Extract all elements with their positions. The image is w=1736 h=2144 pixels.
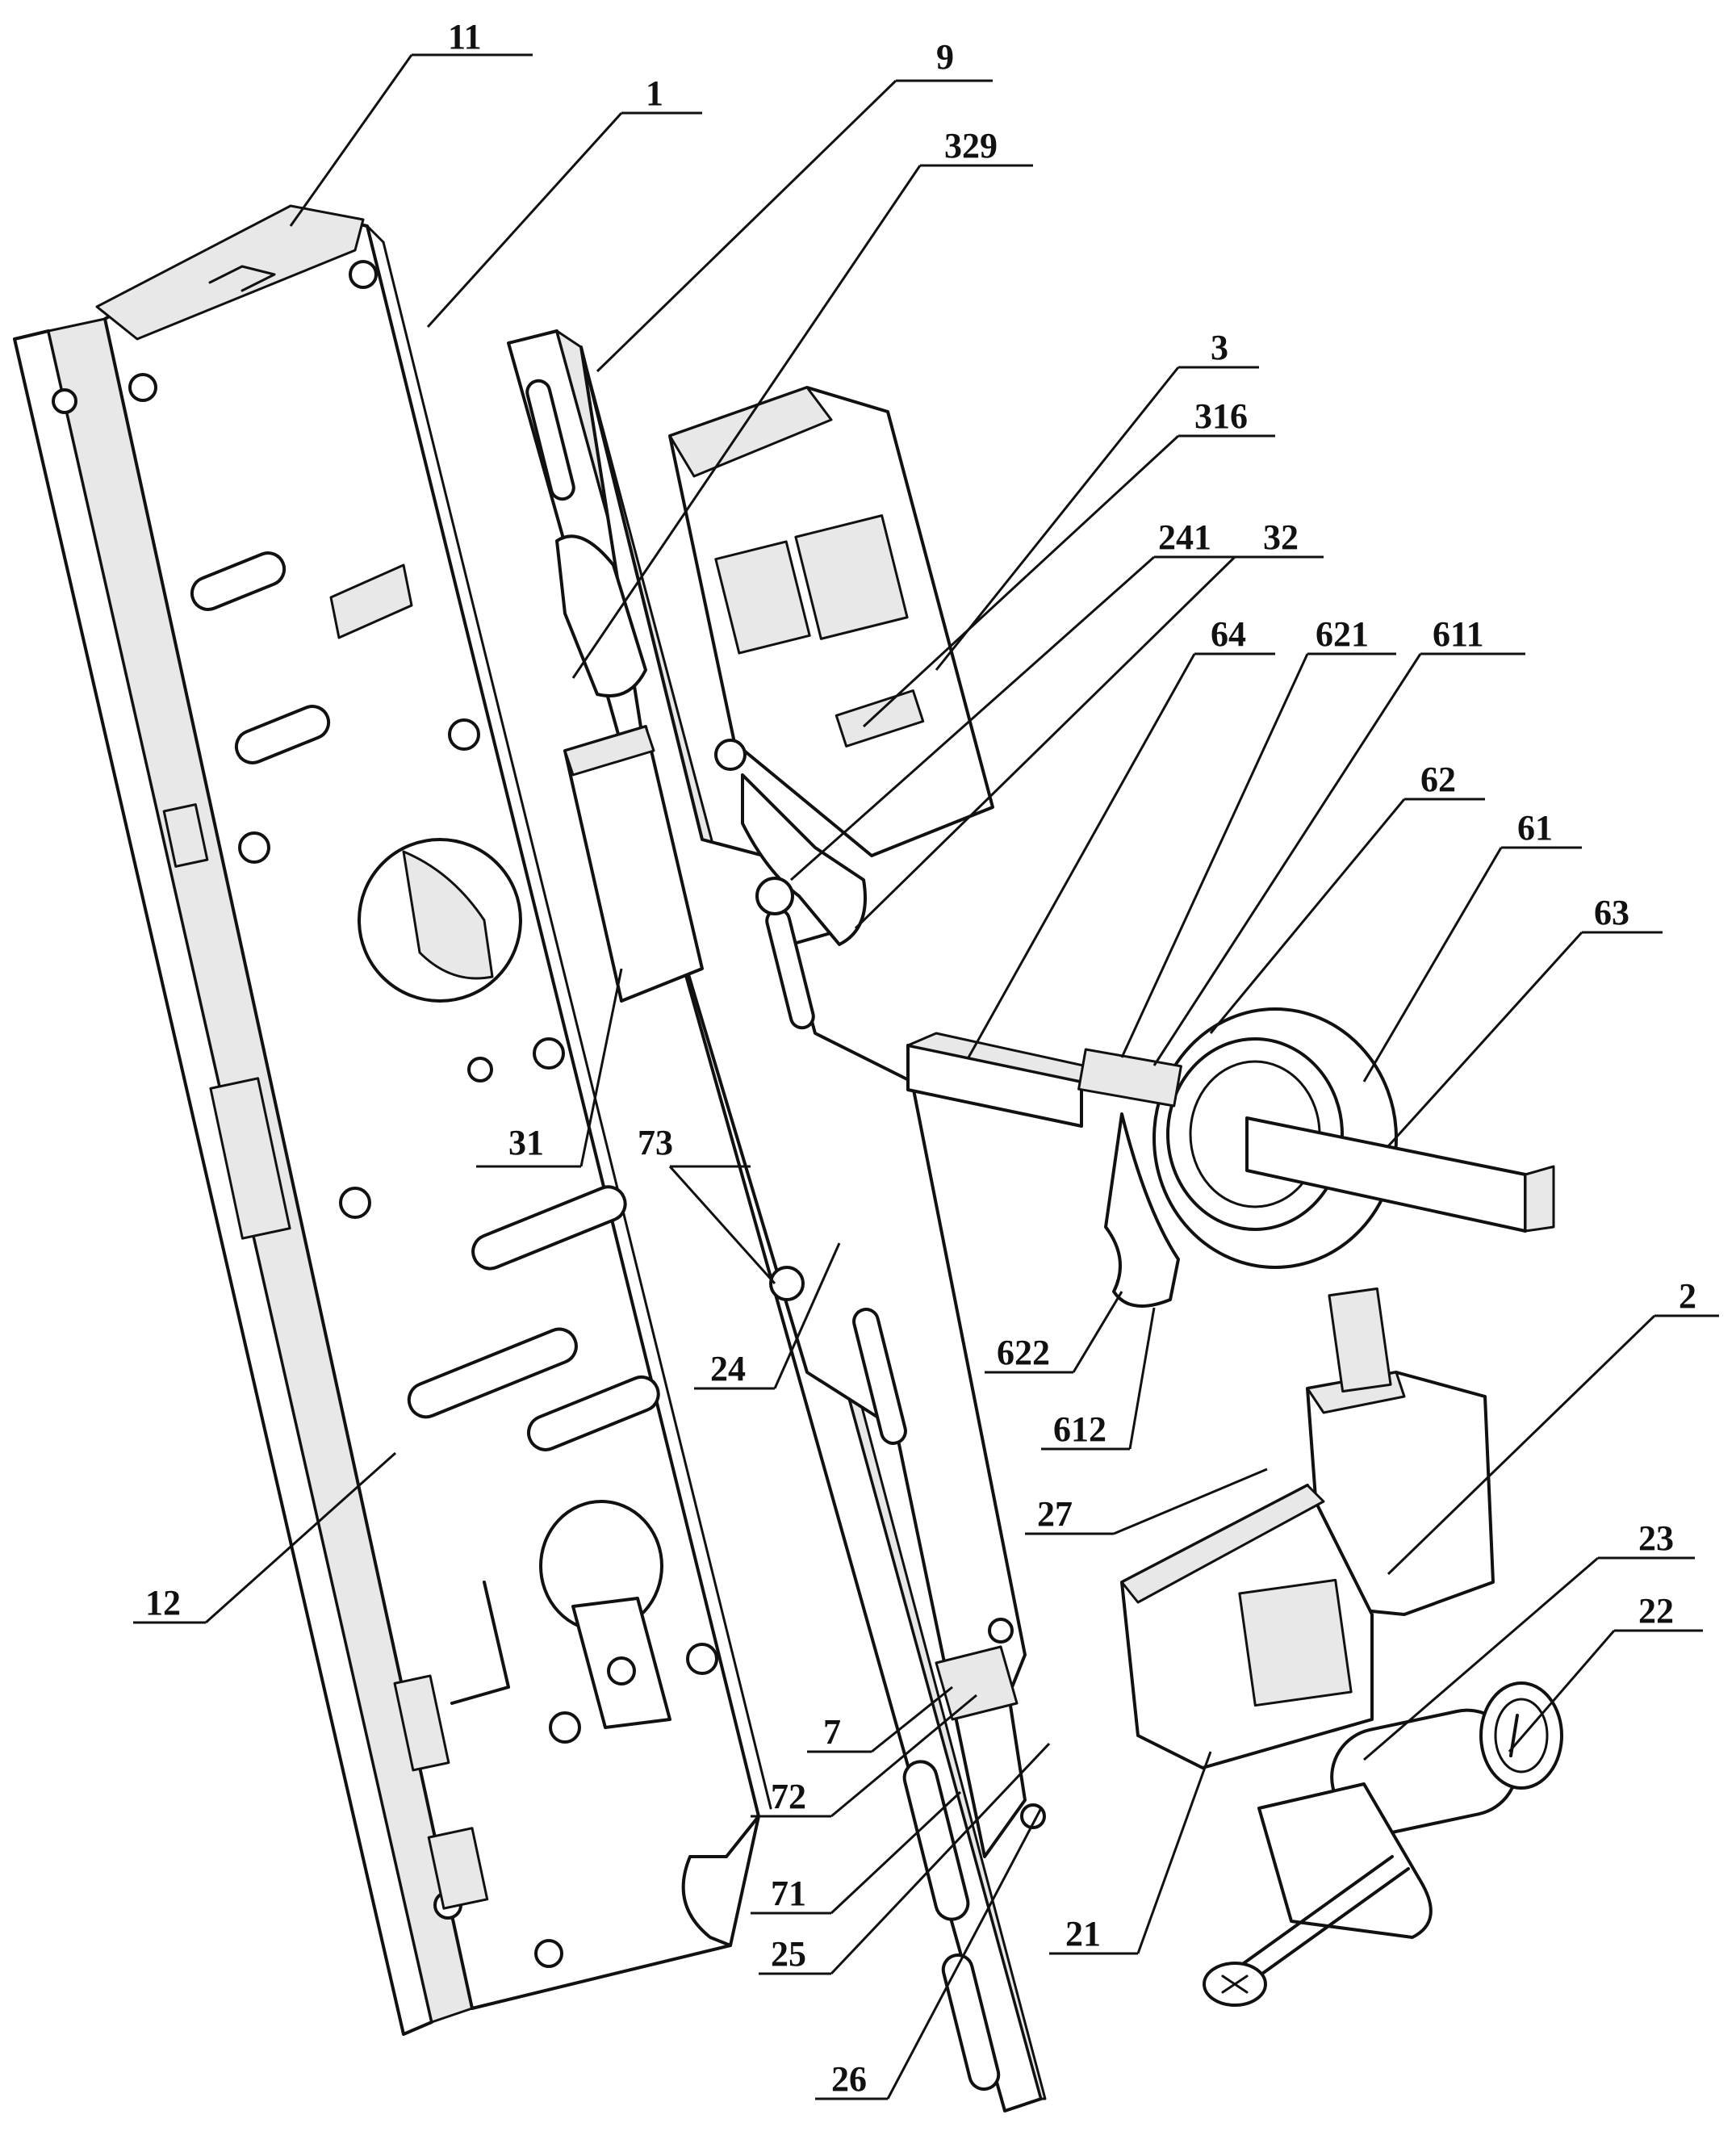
case-hole: [609, 1658, 634, 1684]
case-hole: [53, 390, 76, 412]
label-12: 12: [145, 1583, 181, 1623]
label-61: 61: [1517, 808, 1553, 848]
case-hole: [536, 1941, 562, 1966]
hub-key-621: [1079, 1049, 1182, 1106]
label-1: 1: [646, 73, 663, 113]
plate-21-window: [1240, 1580, 1351, 1705]
module-2-post: [1329, 1288, 1391, 1391]
label-7: 7: [823, 1712, 841, 1752]
label-64: 64: [1211, 614, 1246, 654]
label-23: 23: [1638, 1518, 1674, 1558]
case-hole: [130, 375, 156, 400]
label-31: 31: [508, 1123, 544, 1162]
case-hole: [240, 833, 269, 862]
label-611: 611: [1433, 614, 1484, 654]
label-11: 11: [448, 17, 482, 57]
label-612: 612: [1053, 1409, 1106, 1449]
label-329: 329: [944, 126, 998, 165]
case-hole: [450, 720, 479, 749]
label-21: 21: [1065, 1914, 1101, 1953]
label-241: 241: [1158, 517, 1211, 557]
case-hole: [469, 1058, 492, 1081]
case-hole: [350, 262, 376, 287]
label-621: 621: [1316, 614, 1369, 654]
label-24: 24: [710, 1349, 746, 1388]
label-2: 2: [1679, 1276, 1696, 1316]
case-hole: [534, 1039, 563, 1068]
slide-plate-pin: [989, 1619, 1012, 1642]
label-9: 9: [936, 37, 954, 77]
pivot-241: [757, 878, 793, 914]
label-71: 71: [771, 1874, 806, 1913]
label-62: 62: [1420, 760, 1456, 799]
label-316: 316: [1194, 396, 1248, 436]
case-hole: [550, 1713, 579, 1742]
label-32: 32: [1263, 517, 1299, 557]
label-25: 25: [771, 1934, 806, 1974]
label-22: 22: [1638, 1591, 1674, 1631]
pin-73: [771, 1267, 803, 1300]
label-72: 72: [771, 1777, 806, 1816]
label-27: 27: [1037, 1494, 1073, 1534]
module-pin-316: [716, 740, 745, 769]
spindle-63-end: [1525, 1166, 1554, 1231]
case-hole: [688, 1644, 717, 1673]
label-63: 63: [1594, 893, 1629, 932]
label-622: 622: [997, 1333, 1050, 1372]
lock-case: [15, 206, 771, 2034]
label-73: 73: [638, 1123, 673, 1162]
label-3: 3: [1211, 328, 1228, 367]
label-26: 26: [831, 2059, 867, 2099]
case-hole: [341, 1188, 370, 1217]
spindle-assembly: [908, 1009, 1554, 1306]
